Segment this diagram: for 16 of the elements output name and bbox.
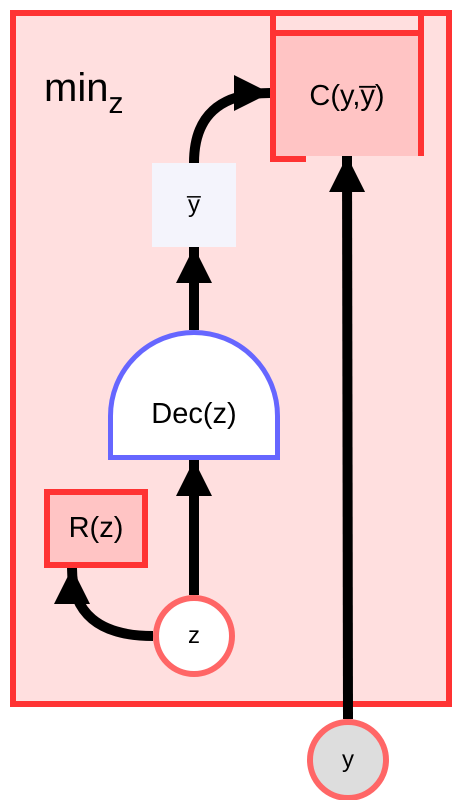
output-box [152,163,236,247]
decoder-shape [108,330,280,460]
arrow [329,156,366,719]
arrow [189,76,270,164]
node-label: Dec(z) [151,398,237,431]
regularizer-box [44,489,148,568]
arrow [56,568,154,641]
node-label: y [342,746,354,774]
node-label: R(z) [68,512,124,545]
node-label: C(y,y̅) [309,80,385,112]
node-label: z [188,622,200,650]
arrow [176,460,212,595]
group-frame [10,10,452,707]
node-label: y̅ [188,191,200,219]
group-heading: min$_{z}$ [44,66,124,121]
arrow [176,247,212,330]
